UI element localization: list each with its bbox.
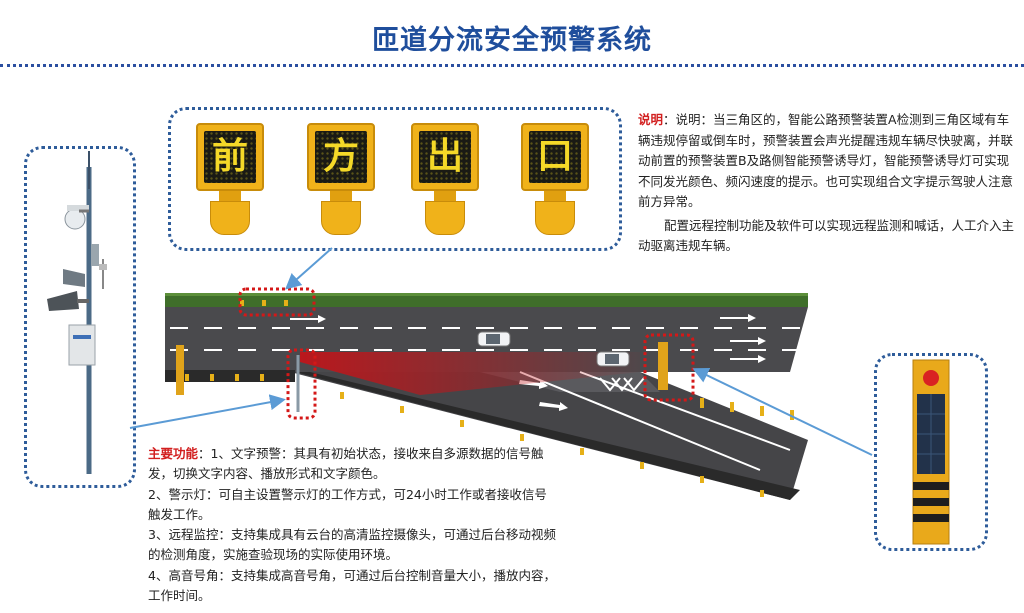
features-label: 主要功能	[148, 446, 199, 461]
highlight-pole-area	[286, 348, 317, 420]
features-block: 主要功能：1、文字预警：其具有初始状态，接收来自多源数据的信号触发，切换文字内容…	[148, 444, 558, 606]
feature-text-1: ：1、文字预警：其具有初始状态，接收来自多源数据的信号触发，切换文字内容、播放形…	[148, 446, 544, 482]
sign-char-3: 出	[426, 136, 463, 177]
monitoring-pole-callout	[24, 146, 136, 488]
vehicle-1	[477, 331, 511, 347]
sign-panel-3: 出	[411, 123, 479, 235]
title-divider	[0, 64, 1024, 67]
feature-item-4: 4、高音号角：支持集成高音号角，可通过后台控制音量大小，播放内容，工作时间。	[148, 567, 556, 604]
sign-char-2: 方	[322, 136, 359, 177]
sign-panel-2: 方	[307, 123, 375, 235]
connector-arrow-signs	[285, 247, 333, 290]
sign-char-4: 口	[536, 136, 573, 177]
description-block: 说明：说明：当三角区的，智能公路预警装置A检测到三角区域有车辆违规停留或倒车时，…	[638, 110, 1014, 257]
warning-column-illustration	[912, 359, 950, 545]
hedge-strip	[165, 293, 808, 307]
feature-item-1: 主要功能：1、文字预警：其具有初始状态，接收来自多源数据的信号触发，切换文字内容…	[148, 444, 558, 485]
connector-arrow-device	[692, 368, 873, 456]
warning-device-right	[658, 342, 668, 390]
sign-char-1: 前	[211, 136, 248, 177]
description-label: 说明	[638, 112, 664, 127]
sign-panel-4: 口	[521, 123, 589, 235]
warning-light-beam	[300, 352, 640, 395]
feature-item-2: 2、警示灯：可自主设置警示灯的工作方式，可24小时工作或者接收信号触发工作。	[148, 486, 547, 522]
vehicle-2	[596, 351, 630, 367]
highlight-sign-area	[238, 287, 316, 317]
feature-item-3: 3、远程监控：支持集成具有云台的高清监控摄像头，可通过后台移动视频的检测角度，实…	[148, 527, 556, 563]
sign-panel-1: 前	[196, 123, 264, 235]
description-paragraph-1: 说明：说明：当三角区的，智能公路预警装置A检测到三角区域有车辆违规停留或倒车时，…	[638, 110, 1014, 213]
monitoring-pole-illustration	[47, 151, 107, 474]
connector-arrow-pole	[129, 394, 286, 429]
red-beacon-icon	[923, 370, 939, 386]
horn-speaker-icon	[47, 291, 79, 311]
control-cabinet	[68, 324, 96, 366]
description-text-1: ：说明：当三角区的，智能公路预警装置A检测到三角区域有车辆违规停留或倒车时，预警…	[638, 112, 1014, 209]
page-title: 匝道分流安全预警系统	[372, 25, 652, 56]
warning-device-left	[176, 345, 184, 395]
description-paragraph-2: 配置远程控制功能及软件可以实现远程监测和喊话，人工介入主动驱离违规车辆。	[638, 217, 1015, 254]
highlight-device-area	[643, 333, 695, 402]
warning-column-callout	[874, 353, 988, 551]
